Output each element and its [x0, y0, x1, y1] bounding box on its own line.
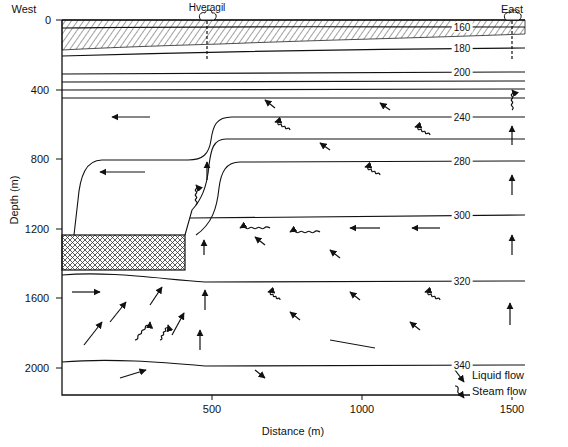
isotherm-label: 180	[452, 43, 473, 54]
liquid-flow-arrow	[265, 100, 275, 108]
isotherm-line	[62, 89, 525, 90]
liquid-flow-arrow	[199, 330, 200, 350]
steam-flow-arrow	[290, 231, 320, 233]
liquid-flow-arrow	[350, 292, 360, 300]
isotherm-label: 160	[452, 22, 473, 33]
legend-text: Steam flow	[470, 385, 528, 397]
liquid-flow-arrow	[204, 290, 205, 310]
legend-text: Liquid flow	[470, 369, 526, 381]
isotherm-line	[62, 97, 525, 98]
liquid-flow-arrow	[172, 313, 184, 335]
steam-flow-arrow	[275, 122, 290, 130]
flow-line	[330, 340, 375, 348]
liquid-flow-arrow	[112, 116, 150, 117]
liquid-flow-arrow	[380, 103, 390, 110]
steam-flow-arrow	[160, 325, 168, 340]
isotherm-line	[190, 215, 525, 218]
liquid-flow-arrow	[410, 322, 420, 330]
liquid-flow-arrow	[290, 312, 300, 320]
steam-flow-arrow	[511, 90, 513, 110]
liquid-flow-arrow	[511, 235, 512, 255]
isotherm-line	[185, 139, 525, 235]
liquid-flow-arrow	[412, 227, 440, 228]
tick-label: 400	[31, 84, 49, 96]
flow-arrows	[72, 90, 513, 378]
steam-flow-arrow	[240, 227, 270, 229]
liquid-flow-arrow	[320, 143, 330, 150]
liquid-flow-arrow	[511, 175, 512, 195]
isotherm-label: 240	[452, 112, 473, 123]
tick-label: 1200	[25, 223, 49, 235]
aquifer-block	[62, 235, 185, 270]
liquid-flow-arrow	[84, 322, 102, 345]
tick-label: 1500	[500, 403, 524, 415]
steam-flow-arrow	[195, 185, 197, 205]
fissure	[207, 16, 512, 60]
tick-label: 1600	[25, 292, 49, 304]
steam-flow-arrow	[425, 292, 440, 300]
liquid-flow-arrow	[511, 126, 512, 145]
isotherm-line	[74, 117, 525, 235]
isotherm-line	[196, 161, 525, 235]
liquid-flow-arrow	[203, 240, 204, 255]
liquid-flow-arrow	[350, 227, 380, 228]
tick-label: 1000	[350, 403, 374, 415]
axis-title: Distance (m)	[262, 425, 324, 437]
liquid-flow-arrow	[110, 302, 126, 322]
tick-label: 500	[203, 403, 221, 415]
isotherm-label: 320	[452, 276, 473, 287]
liquid-flow-arrow	[100, 171, 145, 172]
isotherm-label: 200	[452, 67, 473, 78]
tick-label: 2000	[25, 362, 49, 374]
axis-ticks	[56, 20, 512, 400]
isotherm-label: 300	[452, 210, 473, 221]
isotherm-label: 280	[452, 156, 473, 167]
place-name: West	[12, 3, 37, 15]
tick-label: 800	[31, 153, 49, 165]
steam-flow-arrow	[415, 127, 430, 135]
liquid-flow-arrow	[330, 250, 340, 258]
isotherms	[62, 27, 525, 366]
liquid-flow-arrow	[120, 370, 146, 378]
place-name: Hveragil	[189, 2, 226, 13]
liquid-flow-arrow	[255, 237, 265, 245]
liquid-flow-arrow	[72, 291, 100, 292]
place-name: East	[501, 3, 523, 15]
steam-flow-arrow	[365, 167, 380, 175]
isotherm-line	[62, 81, 525, 82]
tick-label: 0	[45, 14, 51, 26]
liquid-flow-arrow	[255, 370, 265, 378]
legend-steam-sample	[455, 386, 464, 398]
axis-title: Depth (m)	[8, 176, 20, 225]
legend-liquid-sample	[455, 370, 464, 382]
liquid-flow-arrow	[509, 303, 510, 325]
steam-flow-arrow	[135, 322, 150, 340]
steam-flow-arrow	[268, 292, 280, 300]
liquid-flow-arrow	[206, 162, 207, 180]
liquid-flow-arrow	[150, 287, 162, 305]
axes	[62, 20, 525, 395]
